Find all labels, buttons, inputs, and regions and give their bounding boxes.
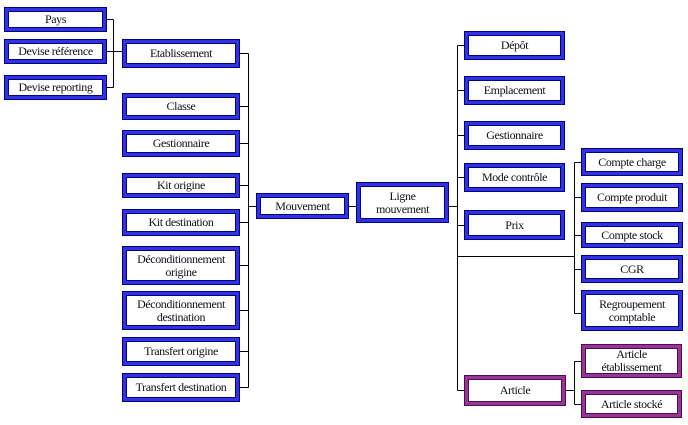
node-ligne-mouvement: Ligne mouvement — [357, 183, 448, 222]
node-compte-produit: Compte produit — [582, 184, 682, 211]
node-etablissement: Etablissement — [123, 40, 239, 67]
node-gestionnaire: Gestionnaire — [123, 131, 239, 156]
node-deconditionnement-destination: Déconditionnement destination — [123, 292, 239, 329]
node-emplacement: Emplacement — [465, 77, 564, 104]
node-article-etablissement: Article établissement — [582, 345, 681, 377]
node-pays: Pays — [5, 8, 106, 31]
node-compte-charge: Compte charge — [582, 149, 682, 175]
node-cgr: CGR — [582, 256, 682, 282]
node-article-stocke: Article stocké — [582, 391, 681, 417]
node-gestionnaire-stock: Gestionnaire — [465, 122, 564, 149]
node-kit-origine: Kit origine — [123, 174, 239, 197]
node-compte-stock: Compte stock — [582, 223, 682, 247]
node-deconditionnement-origine: Déconditionnement origine — [123, 247, 239, 284]
node-devise-reference: Devise référence — [5, 40, 106, 63]
node-mouvement: Mouvement — [257, 194, 348, 218]
node-mode-controle: Mode contrôle — [465, 164, 564, 191]
node-depot: Dépôt — [465, 32, 564, 59]
node-prix: Prix — [465, 211, 564, 239]
node-transfert-origine: Transfert origine — [123, 338, 239, 365]
node-devise-reporting: Devise reporting — [5, 76, 106, 99]
node-classe: Classe — [123, 94, 239, 119]
node-article: Article — [465, 376, 565, 405]
node-kit-destination: Kit destination — [123, 210, 239, 235]
node-regroupement-comptable: Regroupement comptable — [582, 291, 682, 330]
node-transfert-destination: Transfert destination — [123, 374, 239, 401]
